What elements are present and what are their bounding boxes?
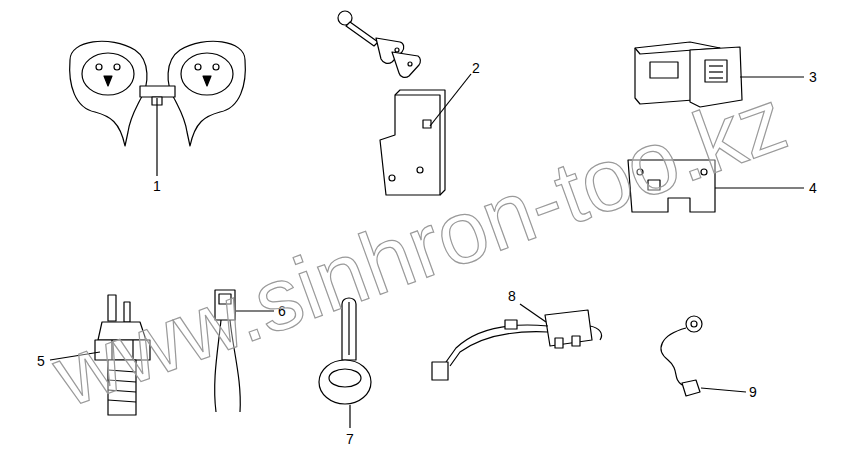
sensor-figure <box>661 316 702 396</box>
callout-number: 2 <box>472 60 480 76</box>
callout-number: 7 <box>346 431 354 447</box>
callout-number: 9 <box>749 384 757 400</box>
callout-number: 3 <box>809 69 817 85</box>
callout-number: 4 <box>809 180 817 196</box>
lock-figure <box>338 11 445 195</box>
callout-number: 8 <box>508 288 516 304</box>
callout-number: 5 <box>37 353 45 369</box>
module-figure <box>432 310 602 380</box>
callout-number: 1 <box>153 178 161 194</box>
